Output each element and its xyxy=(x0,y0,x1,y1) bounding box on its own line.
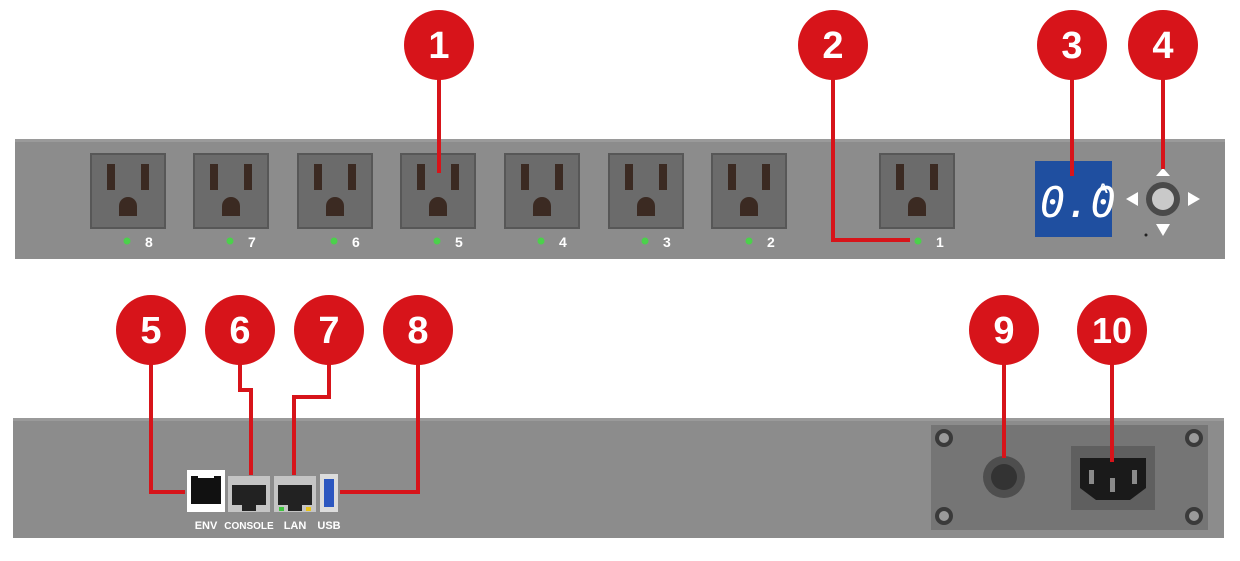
inlet-pin xyxy=(1110,478,1115,492)
nav-button[interactable] xyxy=(1152,188,1174,210)
screw-icon xyxy=(935,507,953,525)
outlet-led xyxy=(745,237,753,245)
svg-text:3: 3 xyxy=(1061,25,1082,67)
nav-control[interactable] xyxy=(1126,168,1200,237)
outlet-led xyxy=(330,237,338,245)
console-port-notch xyxy=(242,505,256,511)
circuit-breaker-center xyxy=(991,464,1017,490)
callout-6: 6 xyxy=(205,295,275,365)
outlet-number: 4 xyxy=(559,234,567,250)
outlet-number: 3 xyxy=(663,234,671,250)
arrow-left-icon[interactable] xyxy=(1126,192,1138,206)
lan-label: LAN xyxy=(284,520,307,532)
arrow-up-icon[interactable] xyxy=(1156,168,1170,176)
console-port-jack xyxy=(232,485,266,505)
outlet-led xyxy=(641,237,649,245)
console-label: CONSOLE xyxy=(224,521,274,532)
outlet-number: 5 xyxy=(455,234,463,250)
front-panel-highlight xyxy=(15,139,1225,142)
inlet-pin xyxy=(1089,470,1094,484)
rear-panel-highlight xyxy=(13,418,1224,421)
outlet-led xyxy=(914,237,922,245)
callout-1: 1 xyxy=(404,10,474,80)
svg-text:1: 1 xyxy=(428,25,449,67)
usb-label: USB xyxy=(317,520,340,532)
outlet-number: 7 xyxy=(248,234,256,250)
screw-icon xyxy=(935,429,953,447)
outlet-1 xyxy=(879,153,955,229)
outlet-2 xyxy=(711,153,787,229)
svg-text:10: 10 xyxy=(1092,310,1132,351)
svg-text:9: 9 xyxy=(993,310,1014,352)
callout-4: 4 xyxy=(1128,10,1198,80)
leader-lines xyxy=(149,70,1165,494)
outlet-number: 2 xyxy=(767,234,775,250)
callout-9: 9 xyxy=(969,295,1039,365)
callout-8: 8 xyxy=(383,295,453,365)
lan-activity-led xyxy=(306,507,311,511)
display-unit: A xyxy=(1098,180,1108,196)
svg-text:4: 4 xyxy=(1152,25,1173,67)
screw-icon xyxy=(1185,507,1203,525)
outlet-led xyxy=(433,237,441,245)
outlet-number: 6 xyxy=(352,234,360,250)
usb-port-tongue xyxy=(324,479,334,507)
svg-text:7: 7 xyxy=(318,310,339,352)
outlet-7 xyxy=(193,153,269,229)
reset-dot xyxy=(1144,233,1148,237)
svg-text:2: 2 xyxy=(822,25,843,67)
power-plate xyxy=(931,425,1208,530)
outlet-number: 8 xyxy=(145,234,153,250)
callout-7: 7 xyxy=(294,295,364,365)
outlet-6 xyxy=(297,153,373,229)
env-port-notch xyxy=(198,470,214,478)
svg-text:5: 5 xyxy=(140,310,161,352)
callout-5: 5 xyxy=(116,295,186,365)
callout-10: 10 xyxy=(1077,295,1147,365)
arrow-right-icon[interactable] xyxy=(1188,192,1200,206)
lan-port-notch xyxy=(288,505,302,511)
env-port-jack xyxy=(191,476,221,504)
svg-text:8: 8 xyxy=(407,310,428,352)
outlet-3 xyxy=(608,153,684,229)
lan-link-led xyxy=(279,507,284,511)
callout-2: 2 xyxy=(798,10,868,80)
outlet-number: 1 xyxy=(936,234,944,250)
outlet-led xyxy=(226,237,234,245)
env-label: ENV xyxy=(195,520,218,532)
display-value: 0.0 xyxy=(1040,178,1116,227)
inlet-pin xyxy=(1132,470,1137,484)
lan-port-jack xyxy=(278,485,312,505)
outlet-8 xyxy=(90,153,166,229)
outlet-led xyxy=(537,237,545,245)
callout-3: 3 xyxy=(1037,10,1107,80)
outlet-led xyxy=(123,237,131,245)
svg-text:6: 6 xyxy=(229,310,250,352)
screw-icon xyxy=(1185,429,1203,447)
outlet-4 xyxy=(504,153,580,229)
arrow-down-icon[interactable] xyxy=(1156,224,1170,236)
